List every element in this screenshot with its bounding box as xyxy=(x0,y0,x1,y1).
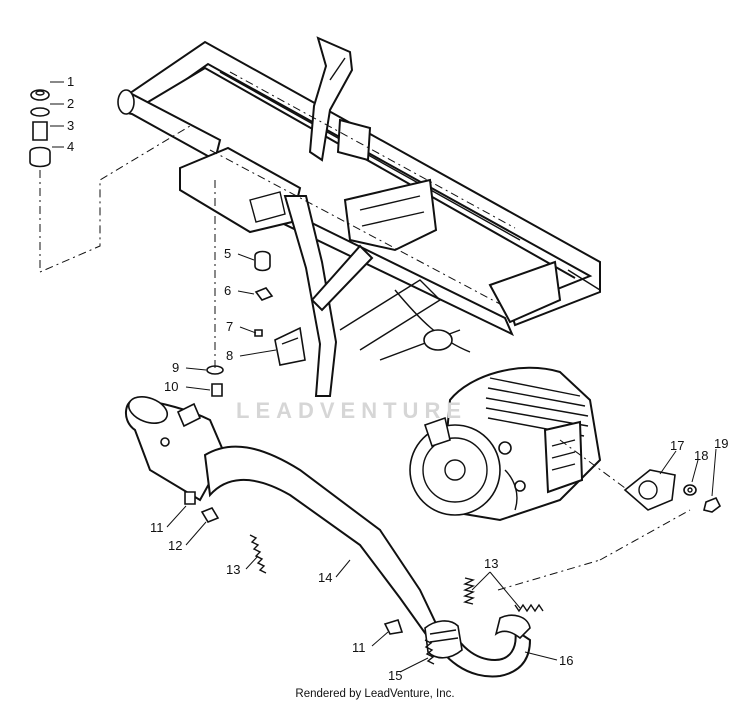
callout-4: 4 xyxy=(67,139,74,154)
exhaust-pipe xyxy=(203,445,532,678)
callout-14: 14 xyxy=(318,570,332,585)
muffler xyxy=(125,396,227,502)
spring-13-left xyxy=(249,534,267,574)
hardware-5-8 xyxy=(254,250,306,366)
footer-credit: Rendered by LeadVenture, Inc. xyxy=(295,688,455,700)
callout-19: 19 xyxy=(714,436,728,451)
frame xyxy=(117,36,601,397)
callout-2: 2 xyxy=(67,96,74,111)
callout-11-lower: 11 xyxy=(352,640,366,655)
callout-9: 9 xyxy=(172,360,179,375)
callout-8: 8 xyxy=(226,348,233,363)
callout-13-left: 13 xyxy=(226,562,240,577)
callout-17: 17 xyxy=(670,438,684,453)
callout-11-upper: 11 xyxy=(150,520,164,535)
callout-3: 3 xyxy=(67,118,74,133)
leader-lines xyxy=(50,81,717,673)
hardware-stack-1-4 xyxy=(29,89,51,168)
callout-5: 5 xyxy=(224,246,231,261)
callout-12: 12 xyxy=(168,538,182,553)
callout-13-right: 13 xyxy=(484,556,498,571)
callout-1: 1 xyxy=(67,74,74,89)
callout-18: 18 xyxy=(694,448,708,463)
hardware-11-12 xyxy=(184,491,404,635)
callout-16: 16 xyxy=(559,653,573,668)
callout-6: 6 xyxy=(224,283,231,298)
callout-labels: 1 2 3 4 5 6 7 8 9 10 11 12 13 14 13 11 1… xyxy=(67,74,728,683)
callout-10: 10 xyxy=(164,379,178,394)
callout-15: 15 xyxy=(388,668,402,683)
engine xyxy=(409,329,602,522)
watermark: LEADVENTURE xyxy=(236,398,468,423)
assembly-lines xyxy=(39,125,691,591)
spring-15 xyxy=(424,639,435,665)
hardware-9-10 xyxy=(206,365,224,397)
exhaust-flange xyxy=(623,469,722,513)
spring-13-right xyxy=(462,577,544,613)
callout-7: 7 xyxy=(226,319,233,334)
